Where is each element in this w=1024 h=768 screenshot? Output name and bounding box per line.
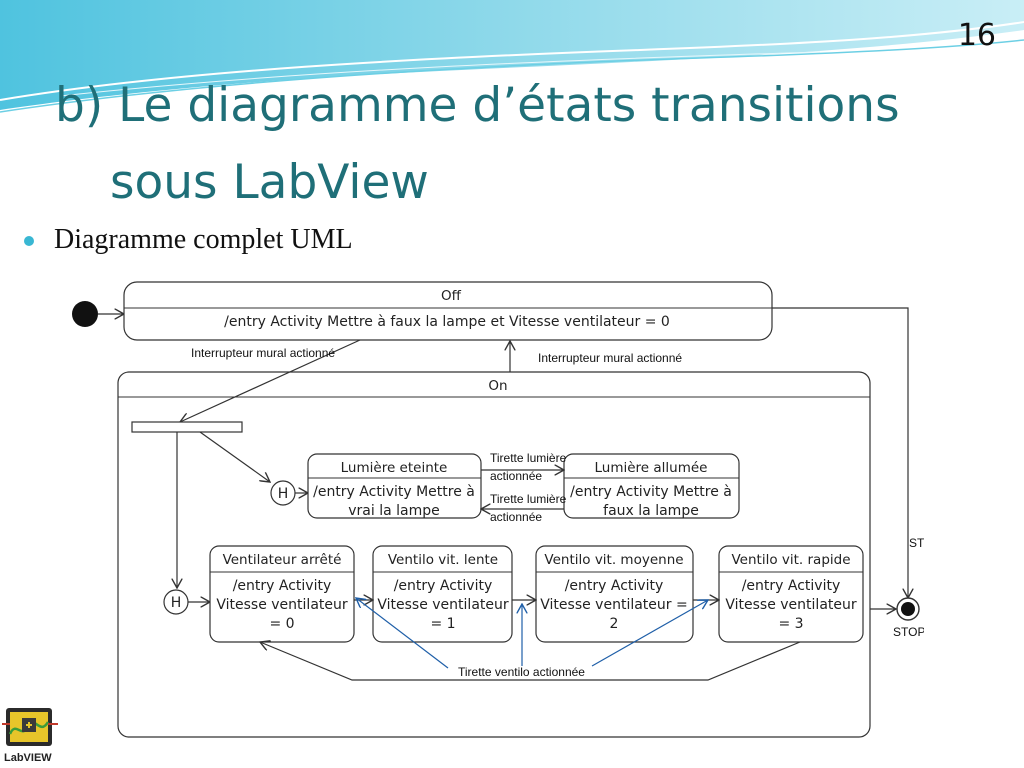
uml-state-diagram: Off /entry Activity Mettre à faux la lam… xyxy=(72,281,924,738)
svg-text:faux la lampe: faux la lampe xyxy=(603,503,699,519)
label-stop-upper: STOP xyxy=(909,536,924,550)
final-state xyxy=(896,597,920,621)
state-ventilo-lente: Ventilo vit. lente /entry Activity Vites… xyxy=(372,545,513,643)
state-ventilateur-arrete: Ventilateur arrêté /entry Activity Vites… xyxy=(209,545,355,643)
svg-text:Lumière allumée: Lumière allumée xyxy=(595,460,708,476)
svg-text:Vitesse ventilateur: Vitesse ventilateur xyxy=(377,597,509,613)
svg-text:= 3: = 3 xyxy=(778,616,803,632)
svg-text:= 1: = 1 xyxy=(430,616,455,632)
svg-text:Ventilateur arrêté: Ventilateur arrêté xyxy=(223,552,342,568)
label-allumee-to-eteinte-2: actionnée xyxy=(490,510,542,524)
slide-title-line-2: sous LabView xyxy=(110,155,429,210)
svg-text:= 0: = 0 xyxy=(269,616,294,632)
label-stop-lower: STOP xyxy=(893,625,924,639)
transition-off-to-final xyxy=(772,307,908,598)
label-tirette-ventilo: Tirette ventilo actionnée xyxy=(458,665,585,679)
initial-state xyxy=(72,301,98,327)
label-eteinte-to-allumee-2: actionnée xyxy=(490,469,542,483)
svg-text:/entry Activity Mettre à: /entry Activity Mettre à xyxy=(570,484,732,500)
bullet-icon xyxy=(24,236,34,246)
state-ventilo-rapide: Ventilo vit. rapide /entry Activity Vite… xyxy=(718,545,864,643)
transition-rapide-to-arrete xyxy=(260,642,801,681)
state-lumiere-eteinte: Lumière eteinte /entry Activity Mettre à… xyxy=(307,453,482,519)
svg-text:vrai la lampe: vrai la lampe xyxy=(348,503,440,519)
state-ventilo-moyenne: Ventilo vit. moyenne /entry Activity Vit… xyxy=(535,545,694,643)
svg-text:Ventilo vit. rapide: Ventilo vit. rapide xyxy=(731,552,850,568)
pointer-arrete-lente xyxy=(356,598,449,669)
svg-text:/entry Activity: /entry Activity xyxy=(394,578,493,594)
svg-text:H: H xyxy=(171,595,182,611)
svg-text:Vitesse ventilateur: Vitesse ventilateur xyxy=(725,597,857,613)
svg-text:/entry Activity Mettre à: /entry Activity Mettre à xyxy=(313,484,475,500)
fork-bar xyxy=(131,421,243,433)
bullet-text: Diagramme complet UML xyxy=(54,224,353,255)
slide-title-line-1: b) Le diagramme d’états transitions xyxy=(55,78,900,133)
history-node-lumiere: H xyxy=(270,480,296,506)
svg-text:/entry Activity: /entry Activity xyxy=(742,578,841,594)
fork-to-history-lumiere xyxy=(199,431,270,482)
history-node-ventilo: H xyxy=(163,589,189,615)
label-off-to-on: Interrupteur mural actionné xyxy=(191,346,335,360)
label-allumee-to-eteinte-1: Tirette lumière xyxy=(490,492,567,506)
label-eteinte-to-allumee-1: Tirette lumière xyxy=(490,451,567,465)
svg-text:/entry Activity: /entry Activity xyxy=(233,578,332,594)
slide-number: 16 xyxy=(957,18,996,53)
label-on-to-off: Interrupteur mural actionné xyxy=(538,351,682,365)
svg-text:Vitesse ventilateur =: Vitesse ventilateur = xyxy=(540,597,687,613)
labview-logo-text: LabVIEW xyxy=(4,752,52,764)
svg-text:Ventilo vit. moyenne: Ventilo vit. moyenne xyxy=(544,552,683,568)
labview-logo-icon xyxy=(2,708,58,746)
header-wave-decoration xyxy=(0,0,1024,113)
svg-text:Vitesse ventilateur: Vitesse ventilateur xyxy=(216,597,348,613)
state-off-entry: /entry Activity Mettre à faux la lampe e… xyxy=(224,314,670,330)
state-off: Off /entry Activity Mettre à faux la lam… xyxy=(123,281,773,341)
state-off-name: Off xyxy=(441,288,462,304)
transition-off-to-on xyxy=(180,339,361,422)
state-on-name: On xyxy=(488,378,507,394)
svg-text:2: 2 xyxy=(610,616,619,632)
svg-text:Ventilo vit. lente: Ventilo vit. lente xyxy=(388,552,498,568)
svg-text:H: H xyxy=(278,486,289,502)
state-lumiere-allumee: Lumière allumée /entry Activity Mettre à… xyxy=(563,453,740,519)
svg-text:/entry Activity: /entry Activity xyxy=(565,578,664,594)
pointer-moyenne-rapide xyxy=(591,600,708,667)
svg-text:Lumière eteinte: Lumière eteinte xyxy=(341,460,448,476)
